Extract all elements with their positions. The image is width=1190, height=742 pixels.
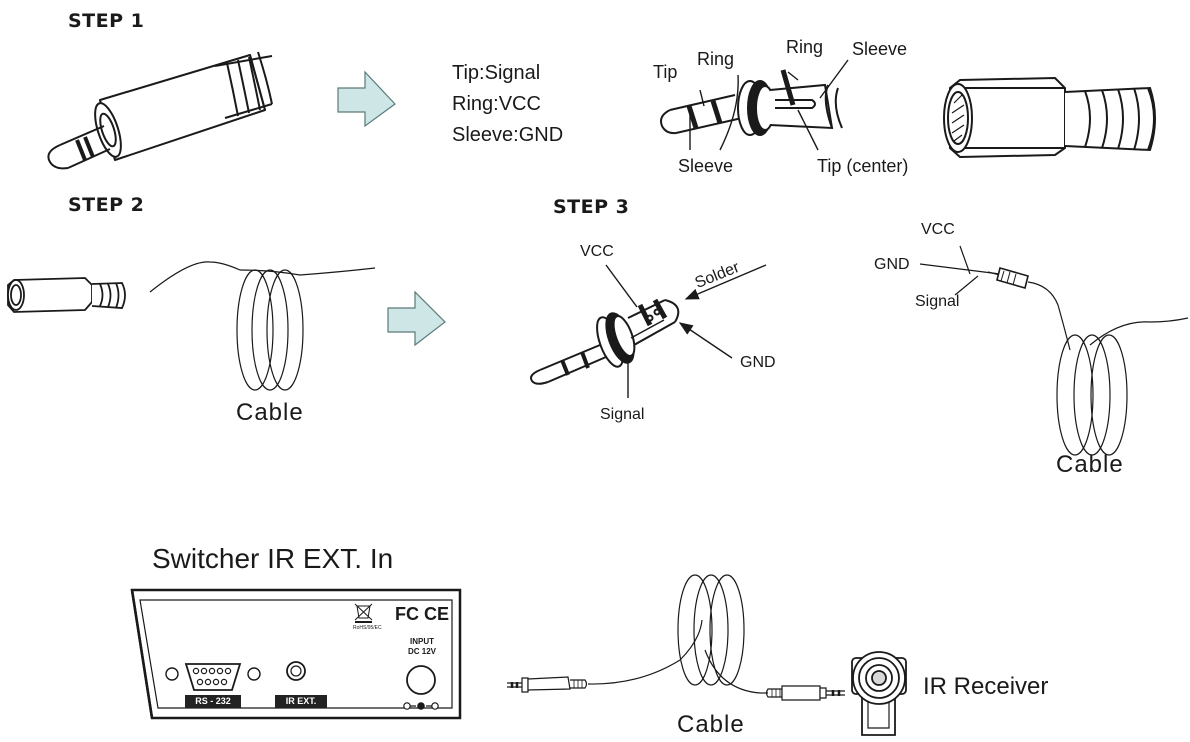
step2-cable-label: Cable	[236, 399, 304, 426]
ir-ext-port-label: IR EXT.	[275, 695, 327, 708]
ce-mark: CE	[424, 604, 450, 624]
rs232-port-label: RS - 232	[185, 695, 241, 708]
label-sleeve-front: Sleeve	[678, 156, 734, 176]
bottom-cable-illustration	[507, 574, 845, 701]
step1-exploded-plug-illustration	[660, 59, 849, 151]
step2-heading: STEP 2	[68, 194, 145, 216]
assembled-signal-label: Signal	[915, 293, 960, 310]
label-tip: Tip	[653, 62, 678, 82]
label-tip-center: Tip (center)	[817, 156, 909, 176]
input-voltage-label: DC 12V	[407, 647, 436, 656]
label-ring-back: Ring	[786, 37, 824, 57]
rohs-label: RoHS/95/EC	[353, 625, 382, 631]
step3-vcc-label: VCC	[580, 243, 614, 260]
pinout-ring-vcc: Ring:VCC	[452, 93, 541, 115]
step1-assembled-plug-illustration	[47, 51, 273, 170]
step2-direction-arrow	[387, 290, 446, 347]
step1-heading: STEP 1	[68, 10, 145, 32]
step3-solder-arrow	[684, 264, 767, 300]
switcher-back-panel	[130, 588, 462, 720]
step2-coiled-cable	[149, 261, 376, 391]
ir-receiver-label: IR Receiver	[923, 673, 1049, 700]
step3-signal-label: Signal	[600, 406, 645, 423]
step3-solder-plug	[530, 264, 680, 398]
assembled-cable-label: Cable	[1056, 451, 1124, 478]
label-sleeve-back: Sleeve	[852, 39, 908, 59]
step3-heading: STEP 3	[553, 196, 630, 218]
step3-gnd-arrow	[678, 322, 733, 359]
fcc-mark: FC	[395, 604, 419, 624]
assembled-vcc-label: VCC	[921, 221, 955, 238]
step1-direction-arrow	[337, 70, 396, 128]
bottom-cable-label: Cable	[677, 711, 745, 738]
assembled-cable-illustration	[919, 245, 1189, 456]
switcher-ir-ext-title: Switcher IR EXT. In	[152, 543, 394, 574]
assembled-gnd-label: GND	[874, 256, 910, 273]
ir-receiver-illustration	[851, 651, 907, 736]
pinout-sleeve-gnd: Sleeve:GND	[452, 124, 564, 146]
step2-housing-small	[7, 277, 126, 313]
label-ring-front: Ring	[697, 49, 735, 69]
step1-plug-housing-illustration	[943, 76, 1156, 159]
pinout-tip-signal: Tip:Signal	[452, 62, 541, 84]
step3-gnd-label: GND	[740, 354, 776, 371]
input-label: INPUT	[410, 637, 434, 646]
